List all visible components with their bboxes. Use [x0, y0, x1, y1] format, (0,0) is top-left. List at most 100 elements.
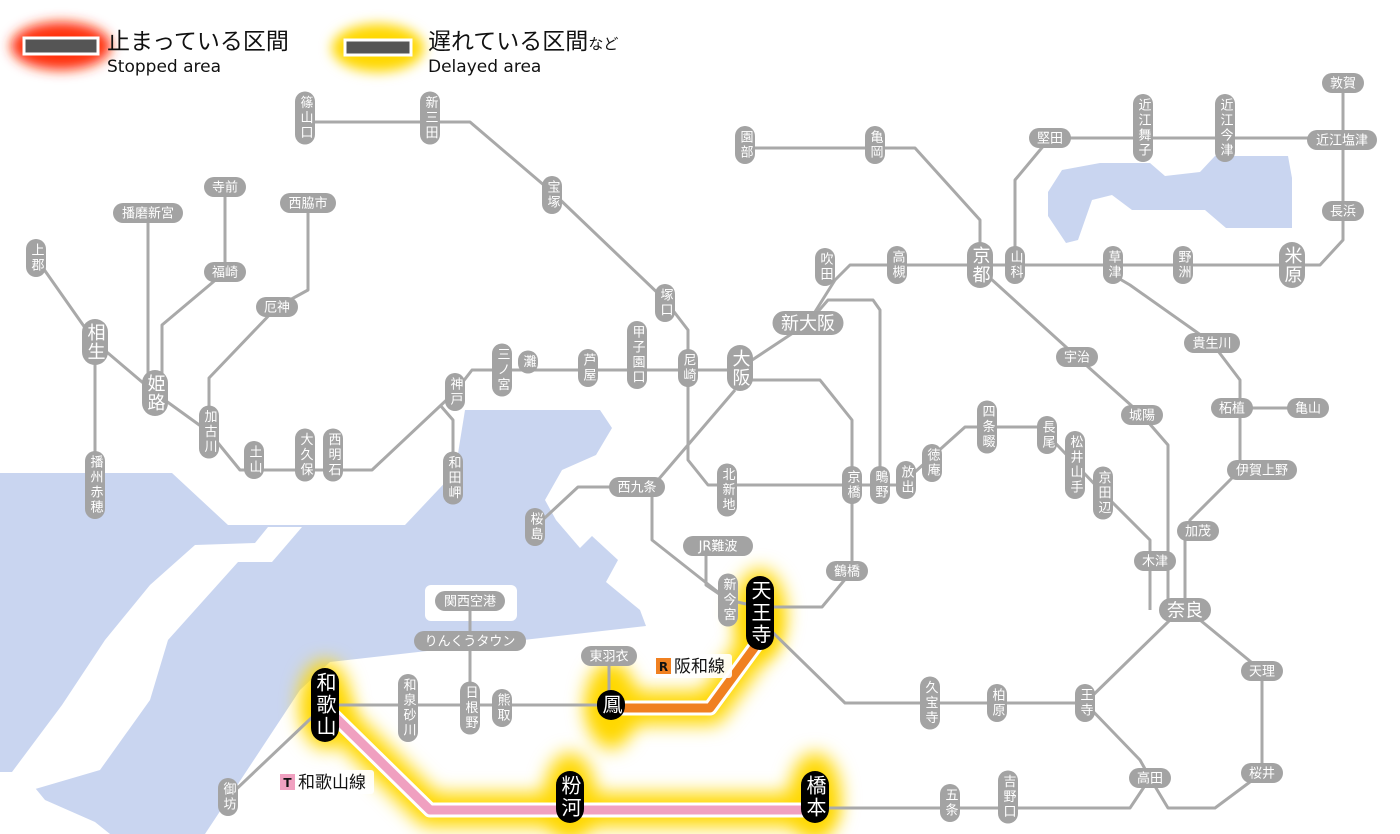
station-19[interactable]: 播州赤穂: [85, 451, 105, 519]
station-59[interactable]: 長尾: [1037, 416, 1057, 454]
station-39[interactable]: 米原: [1279, 242, 1305, 288]
station-20[interactable]: 播磨新宮: [113, 203, 183, 223]
station-name: 西脇市: [288, 196, 327, 212]
station-32[interactable]: 亀岡: [865, 126, 885, 164]
station-80[interactable]: 御坊: [218, 778, 238, 816]
station-62[interactable]: 放出: [896, 461, 916, 499]
station-73[interactable]: りんくうタウン: [414, 631, 526, 651]
station-56[interactable]: 久宝寺: [920, 676, 940, 730]
station-71[interactable]: 鶴橋: [826, 561, 868, 581]
station-37[interactable]: 敦賀: [1322, 73, 1364, 93]
station-3[interactable]: 宝塚: [542, 176, 562, 214]
station-11[interactable]: 和田岬: [443, 451, 463, 505]
station-9[interactable]: 三ノ宮: [492, 343, 512, 397]
station-5[interactable]: 尼崎: [678, 349, 698, 387]
station-81[interactable]: 粉河: [556, 771, 584, 823]
station-54[interactable]: 王寺: [1075, 684, 1095, 722]
station-44[interactable]: 城陽: [1121, 405, 1163, 425]
station-pill: [718, 573, 738, 627]
station-57[interactable]: 京田辺: [1093, 466, 1113, 520]
station-7[interactable]: 芦屋: [578, 349, 598, 387]
station-64[interactable]: 京橋: [842, 466, 862, 504]
line-label-hanwa[interactable]: R 阪和線: [652, 654, 732, 678]
station-67[interactable]: 桜島: [525, 508, 545, 546]
station-name: 加古川: [202, 410, 218, 455]
station-61[interactable]: 徳庵: [922, 444, 942, 482]
station-52[interactable]: 桜井: [1241, 763, 1283, 783]
rail-line: [1083, 701, 1152, 779]
station-1[interactable]: 篠山口: [295, 91, 315, 145]
station-31[interactable]: 園部: [735, 126, 755, 164]
wakayama-badge-letter: T: [283, 776, 292, 790]
station-50[interactable]: 奈良: [1159, 598, 1211, 622]
stopped-label-en: Stopped area: [107, 57, 221, 77]
station-45[interactable]: 柘植: [1211, 398, 1253, 418]
station-43[interactable]: 貴生川: [1184, 333, 1240, 353]
station-name: 北新地: [720, 468, 736, 513]
station-65[interactable]: 北新地: [717, 463, 737, 517]
station-42[interactable]: 宇治: [1056, 347, 1098, 367]
station-25[interactable]: 大阪: [727, 345, 753, 391]
station-79[interactable]: 和歌山: [311, 668, 339, 742]
station-82[interactable]: 橋本: [801, 771, 829, 823]
station-17[interactable]: 相生: [82, 319, 108, 365]
station-51[interactable]: 天理: [1241, 661, 1283, 681]
station-70[interactable]: 天王寺: [746, 576, 774, 650]
station-58[interactable]: 松井山手: [1065, 431, 1085, 499]
station-name: 伊賀上野: [1236, 464, 1288, 479]
station-name: りんくうタウン: [425, 635, 516, 650]
station-38[interactable]: 長浜: [1322, 201, 1364, 221]
station-63[interactable]: 鴫野: [870, 466, 890, 504]
station-14[interactable]: 土山: [244, 441, 264, 479]
station-78[interactable]: 熊取: [492, 689, 512, 727]
station-40[interactable]: 野洲: [1173, 246, 1193, 284]
station-16[interactable]: 姫路: [142, 370, 168, 416]
station-35[interactable]: 近江今津: [1215, 94, 1235, 162]
station-27[interactable]: 吹田: [815, 248, 835, 286]
line-label-wakayama[interactable]: T 和歌山線: [276, 770, 374, 794]
station-24[interactable]: 厄神: [256, 297, 298, 317]
station-2[interactable]: 新三田: [420, 91, 440, 145]
station-75[interactable]: 鳳: [597, 690, 625, 720]
station-4[interactable]: 塚口: [655, 284, 675, 322]
station-21[interactable]: 寺前: [204, 177, 246, 197]
station-pill: [1121, 405, 1163, 425]
station-47[interactable]: 伊賀上野: [1227, 460, 1297, 480]
station-26[interactable]: 新大阪: [772, 311, 844, 335]
station-36[interactable]: 近江塩津: [1307, 130, 1377, 150]
station-30[interactable]: 山科: [1005, 246, 1025, 284]
station-55[interactable]: 柏原: [987, 684, 1007, 722]
station-41[interactable]: 草津: [1103, 246, 1123, 284]
station-60[interactable]: 四条畷: [977, 400, 997, 454]
station-48[interactable]: 加茂: [1177, 521, 1219, 541]
station-66[interactable]: 西九条: [609, 477, 665, 497]
station-84[interactable]: 吉野口: [998, 770, 1018, 824]
station-76[interactable]: 和泉砂川: [398, 674, 418, 742]
station-8[interactable]: 灘: [518, 350, 538, 374]
station-68[interactable]: JR難波: [683, 536, 753, 556]
station-46[interactable]: 亀山: [1287, 398, 1329, 418]
station-13[interactable]: 大久保: [295, 428, 315, 482]
station-74[interactable]: 東羽衣: [581, 646, 637, 666]
station-12[interactable]: 西明石: [323, 428, 343, 482]
station-77[interactable]: 日根野: [460, 681, 480, 735]
station-28[interactable]: 高槻: [887, 246, 907, 284]
rail-line: [226, 703, 327, 799]
station-pill: [398, 674, 418, 742]
station-15[interactable]: 加古川: [199, 405, 219, 459]
station-29[interactable]: 京都: [967, 242, 993, 288]
station-69[interactable]: 新今宮: [718, 573, 738, 627]
station-72[interactable]: 関西空港: [435, 591, 505, 611]
station-34[interactable]: 近江舞子: [1133, 94, 1153, 162]
station-33[interactable]: 堅田: [1029, 128, 1071, 148]
station-53[interactable]: 高田: [1129, 768, 1171, 788]
station-10[interactable]: 神戸: [445, 373, 465, 411]
wakayama-line[interactable]: [326, 708, 815, 815]
station-22[interactable]: 福崎: [204, 262, 246, 282]
station-83[interactable]: 五条: [940, 784, 960, 822]
station-6[interactable]: 甲子園口: [627, 321, 647, 389]
station-49[interactable]: 木津: [1134, 551, 1176, 571]
station-pill: [1103, 246, 1123, 284]
station-18[interactable]: 上郡: [26, 239, 46, 277]
station-23[interactable]: 西脇市: [280, 193, 336, 213]
